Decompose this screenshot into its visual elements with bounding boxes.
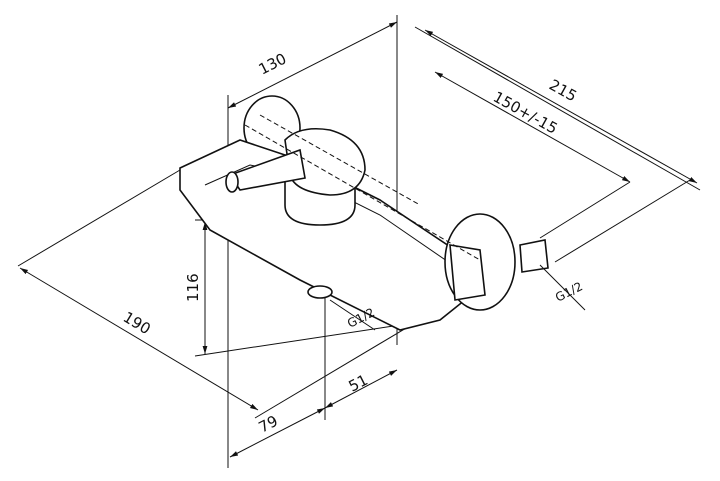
dim-150: 150+/-15 [490,88,561,138]
dim-190: 190 [120,308,154,338]
thread-outlet-label: G1/2 [345,305,377,330]
outlet [307,285,333,299]
nut [449,244,486,301]
dim-51: 51 [346,371,371,396]
dim-116: 116 [184,273,202,302]
dimension-lines [19,21,698,458]
dim-130: 130 [256,50,290,79]
inlet-thread [519,239,549,273]
faucet [179,95,549,331]
